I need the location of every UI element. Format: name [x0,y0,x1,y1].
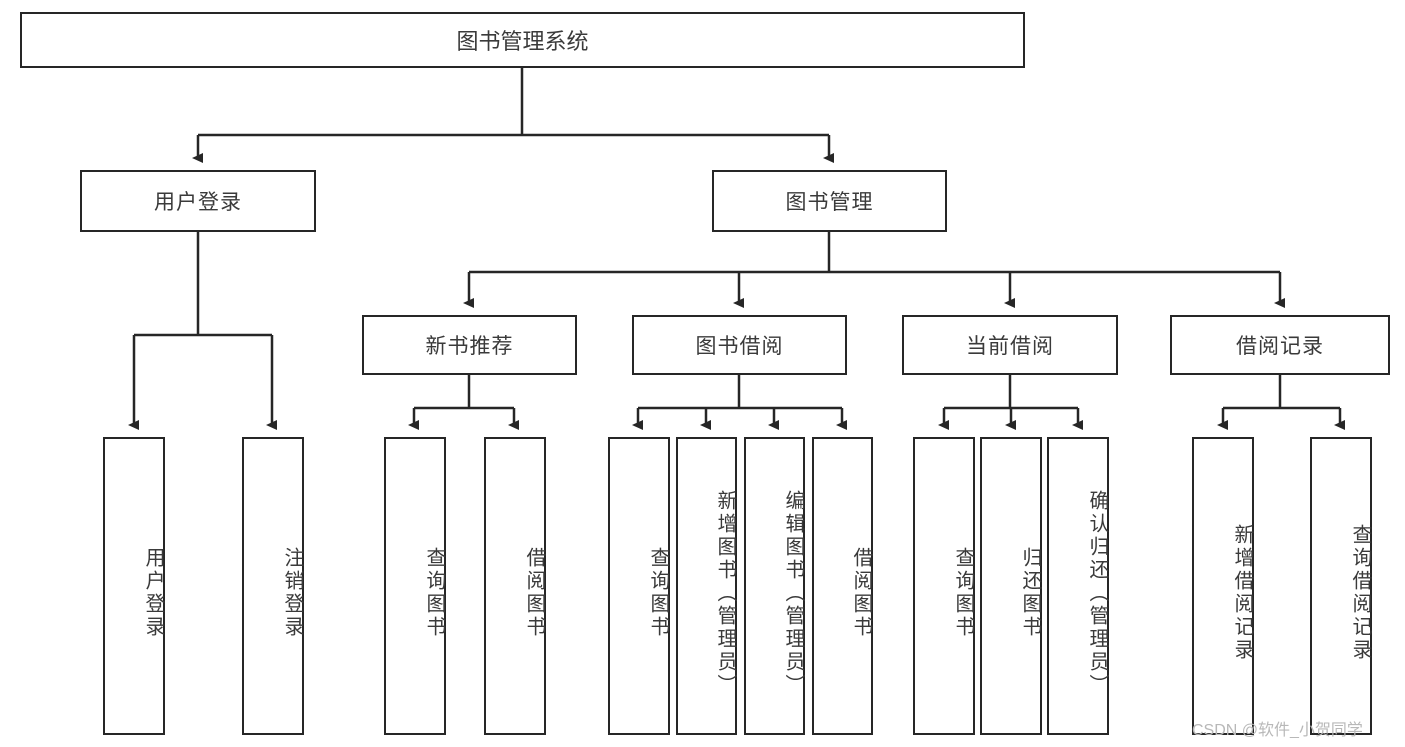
node-label: 查询图书 [952,547,974,639]
leaf-book-borrow-query-book[interactable]: 查询图书 [608,437,670,735]
leaf-borrow-record-query-record[interactable]: 查询借阅记录 [1310,437,1372,735]
node-label: 用户登录 [142,547,164,639]
node-borrow-record[interactable]: 借阅记录 [1170,315,1390,375]
node-label: 查询借阅记录 [1349,524,1371,662]
leaf-user-login-login[interactable]: 用户登录 [103,437,165,735]
node-label: 新增图书（管理员） [714,489,736,697]
node-root-book-management-system[interactable]: 图书管理系统 [20,12,1025,68]
node-label: 当前借阅 [966,335,1054,358]
leaf-current-borrow-return-book[interactable]: 归还图书 [980,437,1042,735]
leaf-new-book-query-book[interactable]: 查询图书 [384,437,446,735]
node-label: 新书推荐 [425,335,514,358]
node-label: 查询图书 [647,547,669,639]
node-label: 图书管理 [785,191,874,214]
node-label: 编辑图书（管理员） [782,489,804,697]
leaf-user-login-logout[interactable]: 注销登录 [242,437,304,735]
node-label: 图书管理系统 [456,29,589,54]
node-label: 新增借阅记录 [1231,524,1253,662]
leaf-book-borrow-add-book-admin[interactable]: 新增图书（管理员） [676,437,737,735]
leaf-new-book-borrow-book[interactable]: 借阅图书 [484,437,546,735]
leaf-borrow-record-add-record[interactable]: 新增借阅记录 [1192,437,1254,735]
leaf-book-borrow-edit-book-admin[interactable]: 编辑图书（管理员） [744,437,805,735]
watermark: CSDN @软件_小贺同学 [1192,722,1363,739]
node-current-borrow[interactable]: 当前借阅 [902,315,1118,375]
node-label: 图书借阅 [695,335,784,358]
node-label: 用户登录 [154,191,242,214]
node-label: 归还图书 [1019,547,1041,639]
node-label: 注销登录 [281,547,303,639]
node-book-management[interactable]: 图书管理 [712,170,947,232]
node-label: 确认归还（管理员） [1086,489,1108,697]
leaf-book-borrow-borrow-book[interactable]: 借阅图书 [812,437,873,735]
leaf-current-borrow-confirm-return-admin[interactable]: 确认归还（管理员） [1047,437,1109,735]
node-label: 借阅记录 [1236,335,1324,358]
leaf-current-borrow-query-book[interactable]: 查询图书 [913,437,975,735]
node-label: 借阅图书 [523,547,545,639]
node-user-login[interactable]: 用户登录 [80,170,316,232]
node-new-book-recommend[interactable]: 新书推荐 [362,315,577,375]
node-book-borrow[interactable]: 图书借阅 [632,315,847,375]
node-label: 借阅图书 [850,547,872,639]
node-label: 查询图书 [423,547,445,639]
